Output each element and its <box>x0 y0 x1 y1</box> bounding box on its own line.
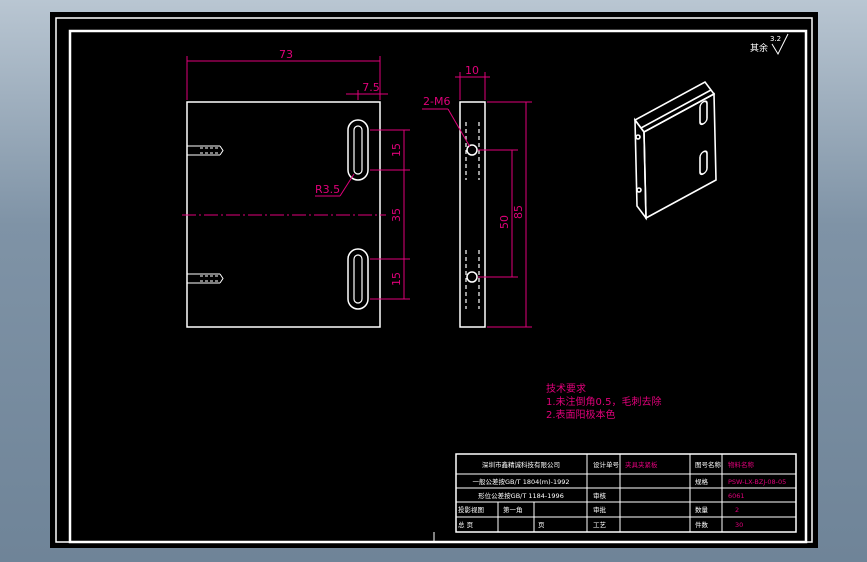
dim-slot-upper: 15 <box>390 143 403 157</box>
roughness-mark-text: 其余 <box>750 42 768 54</box>
radius-label: R3.5 <box>315 183 340 196</box>
tb-count-label: 件数 <box>695 520 709 529</box>
tb-material: 6061 <box>728 492 745 500</box>
tb-total: 总 页 <box>458 520 474 529</box>
tb-count-value: 30 <box>735 521 743 529</box>
roughness-symbol <box>771 33 789 56</box>
tb-spec: 规格 <box>695 477 709 486</box>
tb-design-label: 设计单号 <box>593 460 620 469</box>
tb-design-value: 夹具夹紧板 <box>625 460 658 469</box>
cad-drawing: 其余 3.2 73 7.5 <box>55 17 813 544</box>
lower-threaded-hole <box>187 273 224 284</box>
side-outline <box>459 101 486 328</box>
dim-thickness: 10 <box>465 64 479 77</box>
upper-tapped-hole <box>466 144 478 156</box>
dim-slot-lower: 15 <box>390 272 403 286</box>
hole-leader <box>447 108 471 148</box>
upper-slot <box>347 119 369 181</box>
tb-company: 深圳市鑫精诚科技有限公司 <box>482 460 560 469</box>
tb-check: 审核 <box>593 491 607 500</box>
tb-sheet: 第一角 <box>503 505 523 514</box>
notes-title: 技术要求 <box>546 382 586 395</box>
upper-threaded-hole <box>187 145 224 156</box>
front-view: 73 7.5 15 35 15 R3.5 <box>182 48 410 328</box>
tb-drawing-label: 图号名称 <box>695 460 722 469</box>
hole-label: 2-M6 <box>423 95 450 108</box>
lower-slot <box>347 248 369 310</box>
notes-line-2: 2.表面阳极本色 <box>546 408 616 421</box>
dim-width: 73 <box>279 48 293 61</box>
upper-slot-inner <box>353 125 363 175</box>
side-hidden-lines <box>465 122 480 309</box>
tb-tolerance-1: 一般公差按GB/T 1804(m)-1992 <box>472 477 569 486</box>
lower-tapped-hole <box>466 271 478 283</box>
tb-drawing-value: 物料名称 <box>728 460 755 469</box>
side-view: 10 2-M6 50 85 <box>422 64 532 328</box>
isometric-view <box>633 80 717 221</box>
inner-border <box>68 29 808 544</box>
lower-slot-inner <box>353 254 363 304</box>
radius-leader <box>339 173 355 197</box>
dim-offset: 7.5 <box>362 81 380 94</box>
tb-craft: 工艺 <box>593 521 607 529</box>
technical-notes: 技术要求 1.未注倒角0.5，毛刺去除 2.表面阳极本色 <box>546 382 661 421</box>
dim-height: 85 <box>512 205 525 219</box>
tb-tolerance-2: 形位公差按GB/T 1184-1996 <box>478 491 564 500</box>
roughness-value: 3.2 <box>770 35 781 43</box>
tb-quantity: 2 <box>735 506 739 514</box>
notes-line-1: 1.未注倒角0.5，毛刺去除 <box>546 395 661 408</box>
tb-part-number: PSW-LX-BZJ-08-05 <box>728 478 786 486</box>
tb-qty-label: 数量 <box>695 505 709 514</box>
drawing-sheet: 其余 3.2 73 7.5 <box>50 12 818 548</box>
tb-approve: 审批 <box>593 505 607 514</box>
tb-page: 页 <box>538 521 545 529</box>
dim-center: 35 <box>390 208 403 222</box>
title-block: 深圳市鑫精诚科技有限公司 一般公差按GB/T 1804(m)-1992 形位公差… <box>455 453 797 533</box>
dim-hole-pitch: 50 <box>498 215 511 229</box>
tb-projection: 投影视图 <box>458 505 484 514</box>
